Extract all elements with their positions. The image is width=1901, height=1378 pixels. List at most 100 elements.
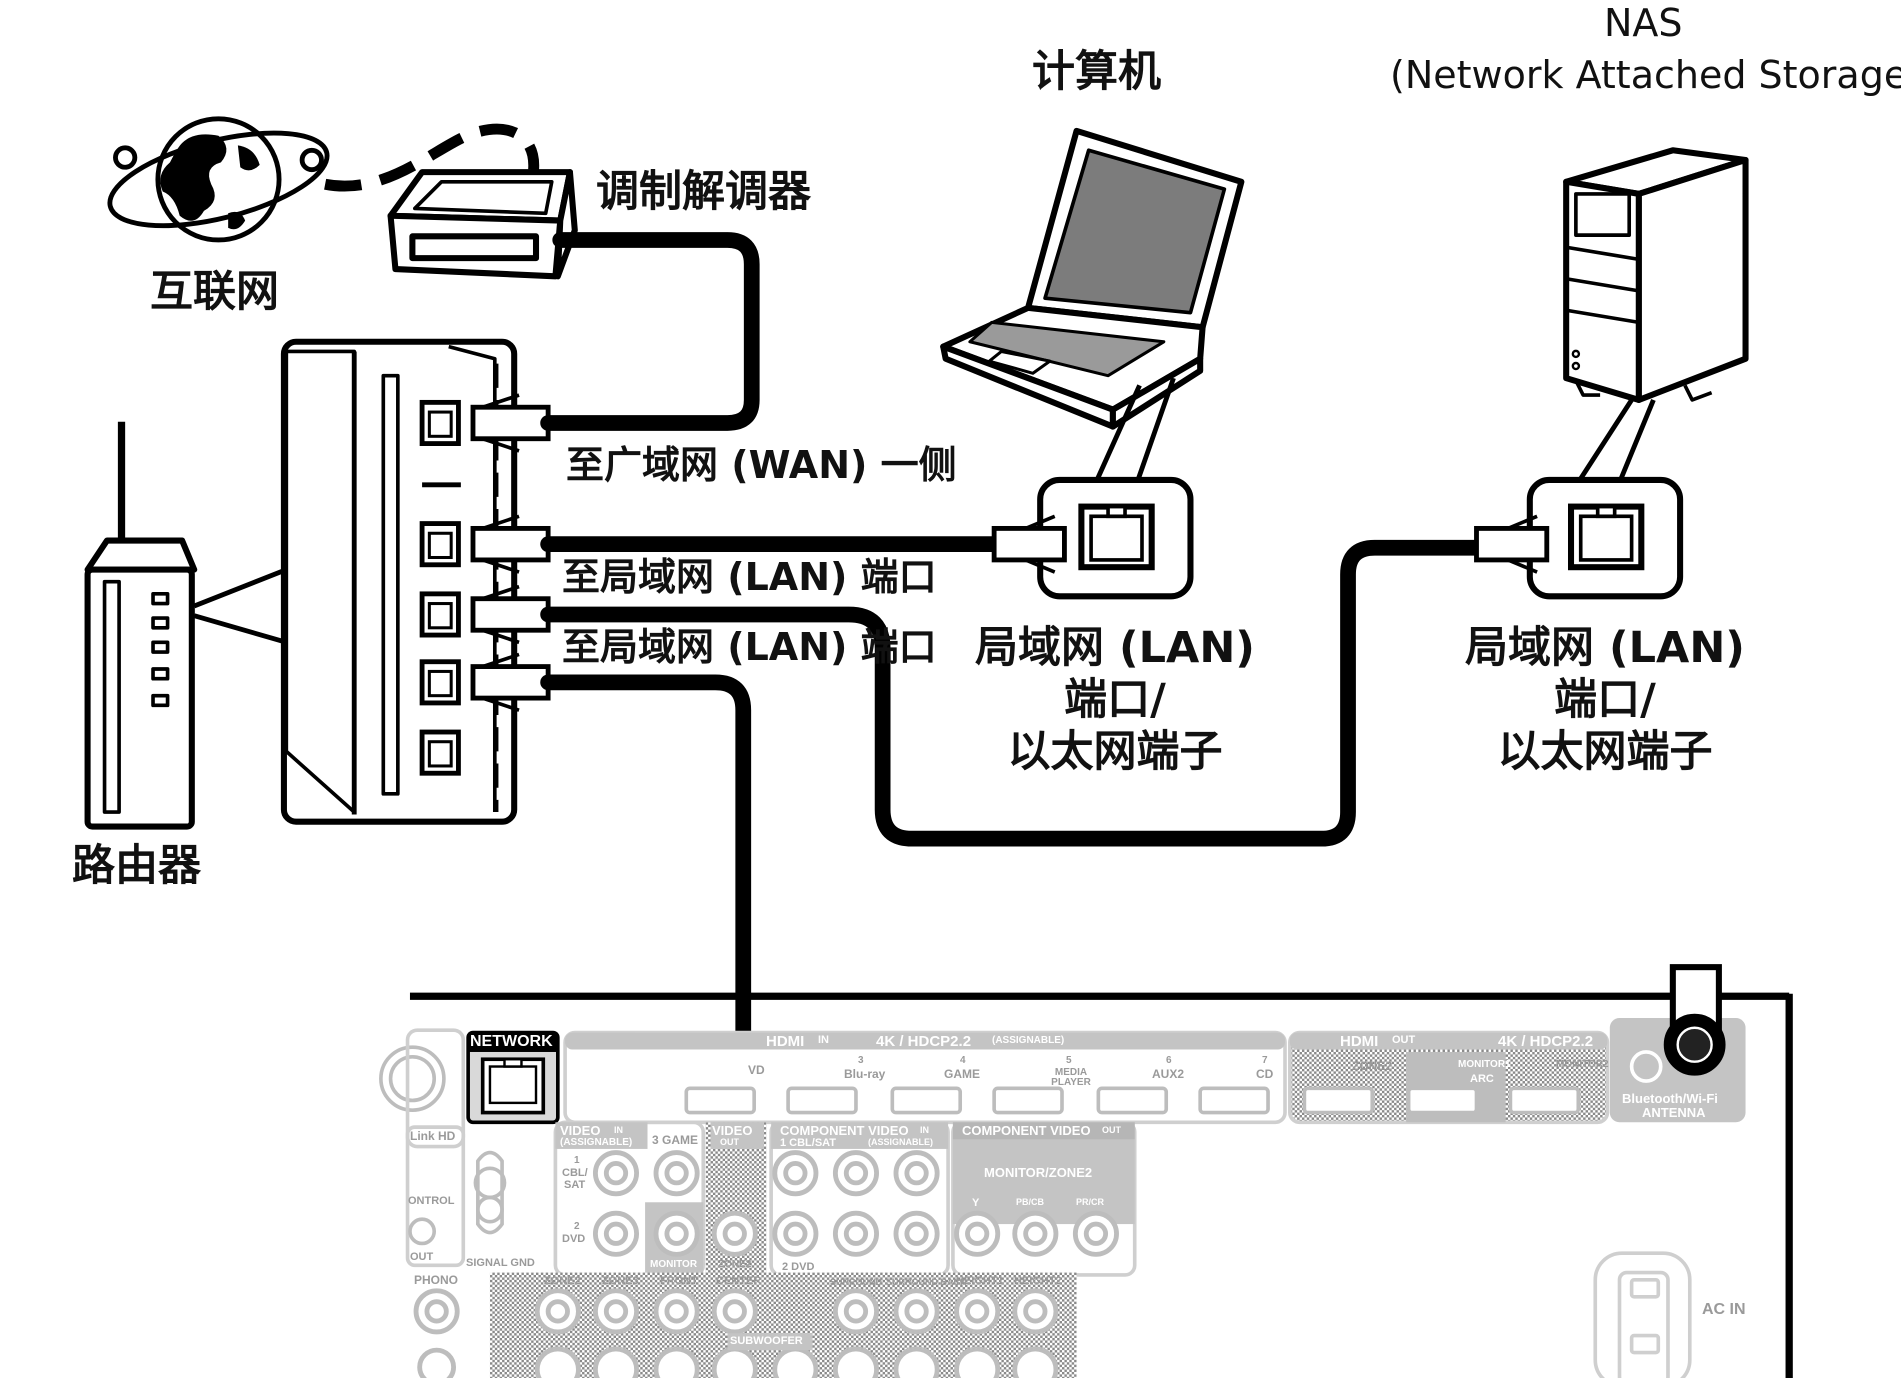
component-in-cbl: 1 CBL/SAT — [780, 1137, 837, 1149]
preout-center-label: CENTER — [716, 1275, 762, 1287]
hdmi-out-monitor1: MONITOR1 — [1458, 1059, 1511, 1070]
nas-callout — [1576, 398, 1656, 484]
hdmi-in-spec: 4K / HDCP2.2 — [876, 1033, 972, 1050]
subwoofer-label: SUBWOOFER — [730, 1335, 803, 1347]
nas-lan-port-box — [1474, 476, 1684, 600]
preout-front-label: FRONT — [660, 1275, 698, 1287]
hdmi-out-arc: ARC — [1470, 1073, 1494, 1085]
preout-zone3-label: ZONE3 — [602, 1275, 639, 1287]
computer-lan-port-box — [991, 476, 1194, 600]
component-in-badge: IN — [920, 1125, 929, 1135]
nas-subtitle-label: (Network Attached Storage) — [1390, 53, 1901, 97]
lan-port-label-2: 至局域网 (LAN) 端口 — [562, 625, 937, 669]
router-icon — [84, 421, 198, 830]
hdmi-out-badge: OUT — [1392, 1034, 1416, 1046]
video-3-game-label: 3 GAME — [652, 1133, 699, 1147]
dvd-2-name: DVD — [562, 1233, 586, 1245]
lan-plug-1-icon — [470, 514, 551, 574]
video-in-label: VIDEO — [560, 1123, 601, 1138]
component-in-assignable: (ASSIGNABLE) — [868, 1137, 933, 1147]
nas-tower-icon — [1563, 147, 1749, 403]
phono-label: PHONO — [414, 1273, 459, 1287]
nas-lan-label-line2: 端口/ — [1554, 675, 1656, 725]
link-hd-label: Link HD — [410, 1129, 456, 1143]
preout-zone2-label: ZONE2 — [544, 1275, 581, 1287]
hdmi-in-badge: IN — [818, 1034, 829, 1046]
video-in-badge: IN — [614, 1125, 623, 1135]
component-out-pr: PR/CR — [1076, 1197, 1105, 1207]
laptop-callout — [1093, 377, 1176, 484]
receiver-network-port — [466, 1030, 560, 1125]
control-out-label: OUT — [410, 1251, 434, 1263]
hdmi-input-dvd-partial: VD — [748, 1063, 765, 1077]
preout-surround-back-label: SURROUND BACK — [886, 1277, 967, 1287]
modem-label: 调制解调器 — [596, 167, 811, 217]
hdmi-out-monitor2: MONITOR2 — [1556, 1059, 1609, 1070]
internet-label: 互联网 — [150, 267, 279, 317]
nas-lan-label-line1: 局域网 (LAN) — [1465, 623, 1745, 673]
component-in-label: COMPONENT VIDEO — [780, 1123, 909, 1138]
video-monitor-label: MONITOR — [650, 1259, 698, 1270]
cbl-sat-number: 1 — [574, 1155, 580, 1166]
computer-plug-icon — [991, 514, 1067, 574]
video-out-badge: OUT — [720, 1137, 739, 1147]
lan-plug-3-icon — [470, 652, 551, 712]
hdmi-input-5-name: MEDIA PLAYER — [1051, 1067, 1091, 1088]
component-out-label: COMPONENT VIDEO — [962, 1123, 1091, 1138]
hdmi-out-zone2: ZONE2 — [1352, 1059, 1393, 1073]
router-lan-port-4-icon — [419, 729, 461, 776]
computer-lan-label-line1: 局域网 (LAN) — [975, 623, 1255, 673]
computer-lan-label-line2: 端口/ — [1064, 675, 1166, 725]
nas-plug-icon — [1474, 514, 1550, 574]
monitor-zone2-label: MONITOR/ZONE2 — [984, 1165, 1093, 1180]
router-to-nas-cable — [540, 539, 1487, 847]
network-port-label: NETWORK — [470, 1033, 553, 1050]
router-zoom-callout — [193, 567, 288, 645]
hdmi-out-spec: 4K / HDCP2.2 — [1498, 1033, 1594, 1050]
bt-antenna-label-1: Bluetooth/Wi-Fi — [1622, 1091, 1718, 1106]
receiver-rear-panel — [379, 964, 1793, 1378]
hdmi-input-5-number: 5 — [1066, 1055, 1072, 1066]
hdmi-input-7-number: 7 — [1262, 1055, 1268, 1066]
nas-title-label: NAS — [1604, 1, 1683, 45]
dvd-2-number: 2 — [574, 1221, 580, 1232]
preout-height2-label: HEIGHT2 — [1014, 1275, 1062, 1287]
hdmi-input-4-name: GAME — [944, 1067, 980, 1081]
wan-side-label: 至广域网 (WAN) 一侧 — [566, 443, 957, 487]
nas-lan-label-line3: 以太网端子 — [1497, 727, 1713, 777]
control-label: ONTROL — [408, 1195, 455, 1207]
lan-port-label-1: 至局域网 (LAN) 端口 — [562, 555, 937, 599]
router-lan-port-1-icon — [419, 521, 461, 568]
video-zone2-label: ZONE2 — [718, 1259, 752, 1270]
preout-height1-label: HEIGHT1 — [956, 1275, 1004, 1287]
computer-lan-label-line3: 以太网端子 — [1007, 727, 1223, 777]
laptop-icon — [940, 127, 1245, 430]
router-wan-port-icon — [419, 399, 461, 447]
video-out-label: VIDEO — [712, 1123, 753, 1138]
component-in-2-dvd: 2 DVD — [782, 1261, 815, 1273]
hdmi-input-6-number: 6 — [1166, 1055, 1172, 1066]
video-assignable-label: (ASSIGNABLE) — [560, 1137, 633, 1148]
hdmi-out-label: HDMI — [1340, 1033, 1379, 1050]
bt-antenna-label-2: ANTENNA — [1642, 1105, 1706, 1120]
router-plugs — [470, 393, 551, 712]
hdmi-in-assignable: (ASSIGNABLE) — [992, 1035, 1065, 1046]
component-out-y: Y — [972, 1197, 980, 1209]
component-out-badge: OUT — [1102, 1125, 1121, 1135]
component-out-pb: PB/CB — [1016, 1197, 1045, 1207]
modem-to-router-cable — [540, 232, 760, 431]
hdmi-input-4-number: 4 — [960, 1055, 966, 1066]
hdmi-in-label: HDMI — [766, 1033, 805, 1050]
internet-globe-icon — [107, 116, 330, 243]
router-lan-port-3-icon — [419, 659, 461, 706]
hdmi-input-3-number: 3 — [858, 1055, 864, 1066]
hdmi-input-7-name: CD — [1256, 1067, 1274, 1081]
signal-gnd-label: SIGNAL GND — [466, 1257, 535, 1269]
preout-surround-label: SURROUND — [830, 1277, 883, 1287]
ac-in-label: AC IN — [1702, 1301, 1746, 1318]
cbl-sat-line1: CBL/ — [562, 1167, 588, 1179]
ac-in-socket — [1593, 1251, 1692, 1378]
router-ports — [419, 399, 461, 776]
